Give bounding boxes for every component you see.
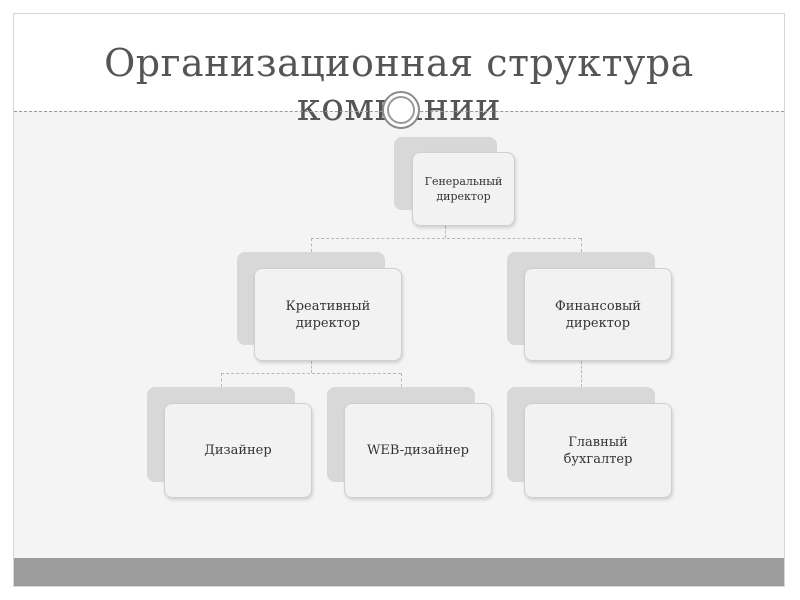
connector-financial-down (581, 361, 582, 387)
web-designer-card: WEB-дизайнер (344, 403, 492, 498)
ceo-label: Генеральный директор (424, 175, 503, 203)
connector-level2-horizontal (221, 373, 401, 374)
bottom-bar (14, 558, 784, 586)
designer-card: Дизайнер (164, 403, 312, 498)
ceo-card: Генеральный директор (412, 152, 515, 226)
connector-financial-up (581, 238, 582, 252)
connector-level1-horizontal (311, 238, 581, 239)
circle-ornament-icon (382, 91, 420, 129)
connector-ceo-down (445, 226, 446, 238)
slide-title: Организационная структура компании (104, 41, 694, 129)
designer-label: Дизайнер (204, 443, 272, 458)
connector-creative-up (311, 238, 312, 252)
chief-accountant-card: Главный бухгалтер (524, 403, 672, 498)
creative-director-label: Креативный директор (285, 298, 371, 331)
financial-director-card: Финансовый директор (524, 268, 672, 361)
connector-webdesigner-up (401, 373, 402, 387)
web-designer-label: WEB-дизайнер (367, 443, 469, 458)
connector-creative-down (311, 361, 312, 373)
financial-director-label: Финансовый директор (555, 298, 641, 331)
creative-director-card: Креативный директор (254, 268, 402, 361)
chief-accountant-label: Главный бухгалтер (563, 434, 633, 467)
connector-designer-up (221, 373, 222, 387)
